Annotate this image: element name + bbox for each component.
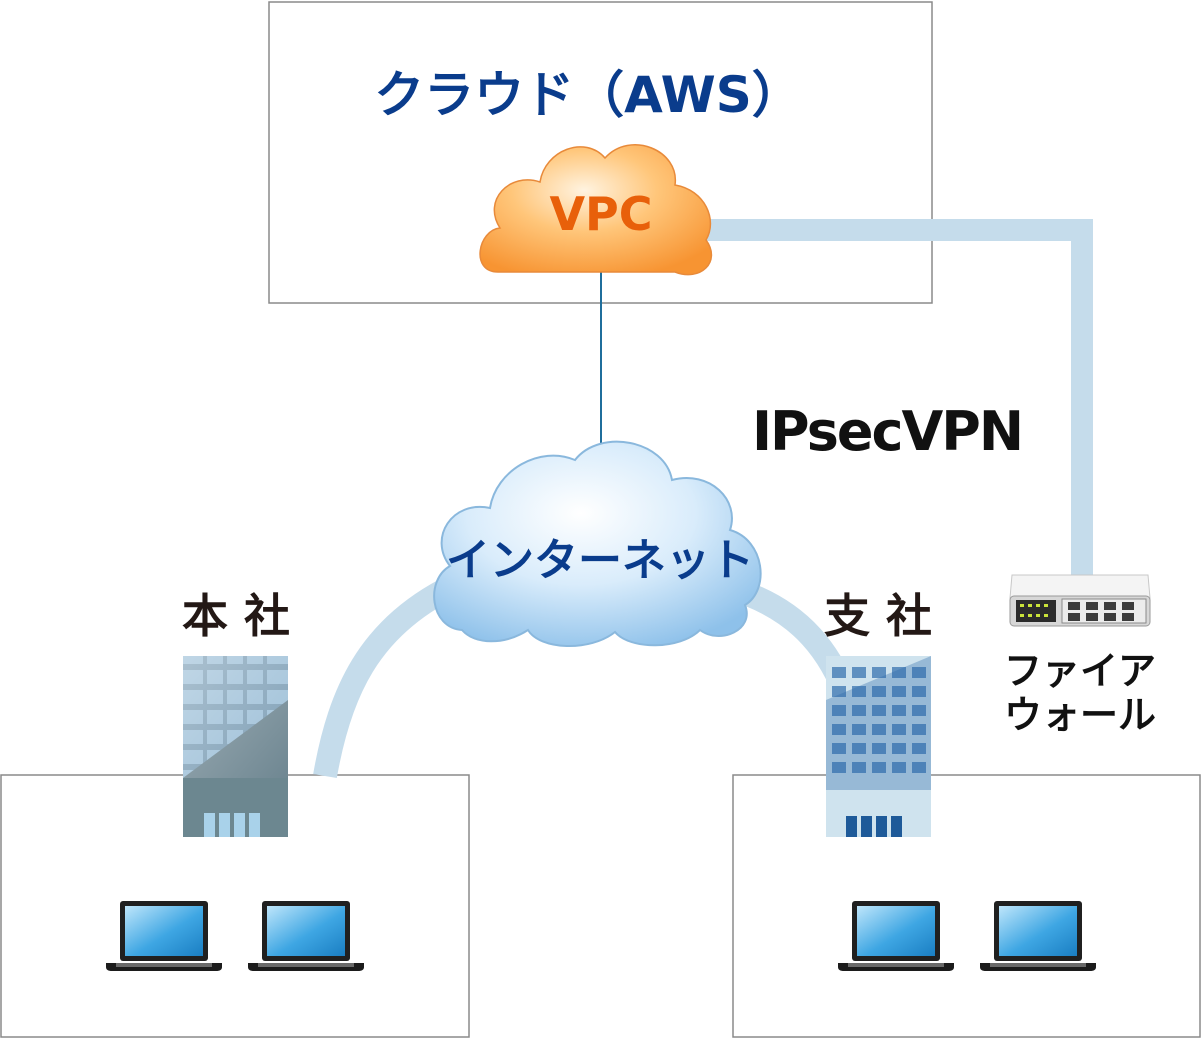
- vpn-link: [706, 219, 1093, 575]
- branch-frame: [732, 774, 1201, 1038]
- firewall-label-line2: ウォール: [1004, 693, 1156, 737]
- branch-label: 支 社: [824, 589, 932, 643]
- vpn-label: IPsecVPN: [752, 400, 1022, 463]
- laptop-icon: [248, 901, 364, 971]
- vpc-label: VPC: [549, 187, 652, 241]
- internet-label: インターネット: [446, 535, 754, 586]
- hq-building-icon: [183, 656, 288, 837]
- internet-link-hq: [313, 579, 451, 779]
- laptop-icon: [980, 901, 1096, 971]
- laptop-icon: [106, 901, 222, 971]
- internet-cloud-icon: [433, 440, 762, 648]
- firewall-icon: [1009, 574, 1151, 627]
- cloud-title: クラウド（AWS）: [374, 66, 802, 124]
- laptop-icon: [838, 901, 954, 971]
- firewall-label-line1: ファイア: [1004, 649, 1156, 693]
- vpc-cloud-icon: [479, 144, 713, 276]
- hq-label: 本 社: [182, 589, 290, 643]
- branch-building-icon: [826, 656, 931, 837]
